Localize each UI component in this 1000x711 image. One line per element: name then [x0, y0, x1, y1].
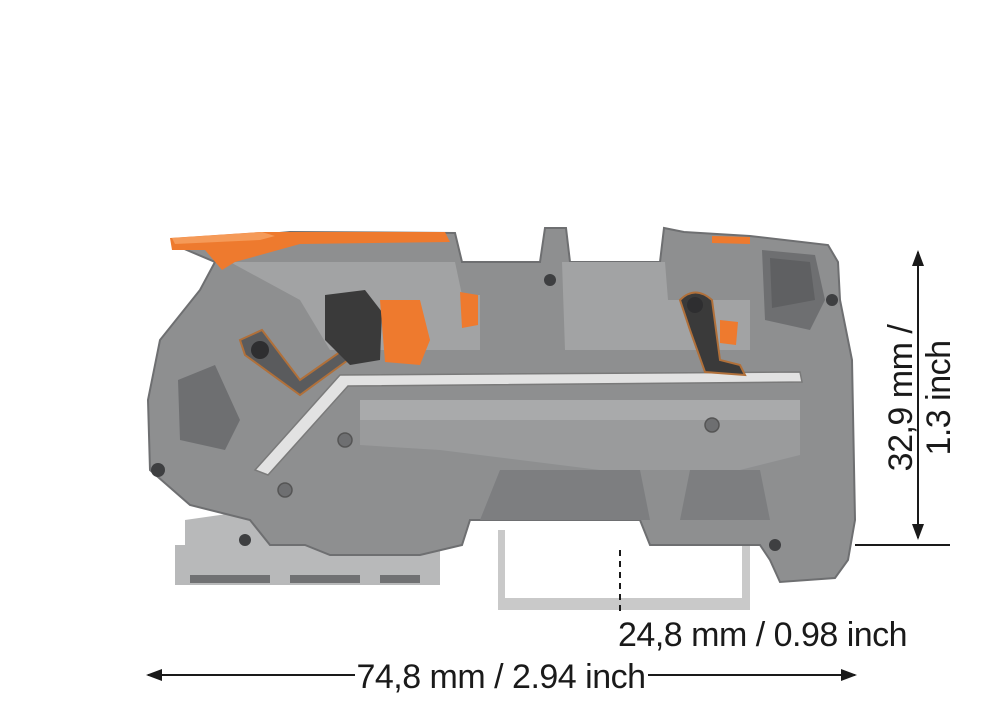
- din-rail-foot: [175, 510, 750, 610]
- rail-dimension: 24,8 mm / 0.98 inch: [618, 550, 908, 654]
- width-dimension: 74,8 mm / 2.94 inch: [146, 658, 857, 696]
- arrow-right-icon: [841, 669, 857, 681]
- push-in-clamp-right: [678, 291, 747, 377]
- height-label-mm: 32,9 mm /: [882, 324, 920, 472]
- current-bar: [253, 371, 803, 476]
- terminal-housing: [146, 226, 857, 584]
- height-label-inch: 1.3 inch: [920, 340, 958, 455]
- orange-lever-icon: [170, 232, 750, 270]
- arrow-down-icon: [912, 524, 924, 540]
- arrow-left-icon: [146, 669, 162, 681]
- arrow-up-icon: [912, 250, 924, 266]
- width-label: 74,8 mm / 2.94 inch: [356, 658, 645, 696]
- rail-label: 24,8 mm / 0.98 inch: [618, 616, 907, 654]
- height-dimension: 32,9 mm / 1.3 inch: [855, 250, 958, 546]
- center-clamp: [325, 290, 738, 365]
